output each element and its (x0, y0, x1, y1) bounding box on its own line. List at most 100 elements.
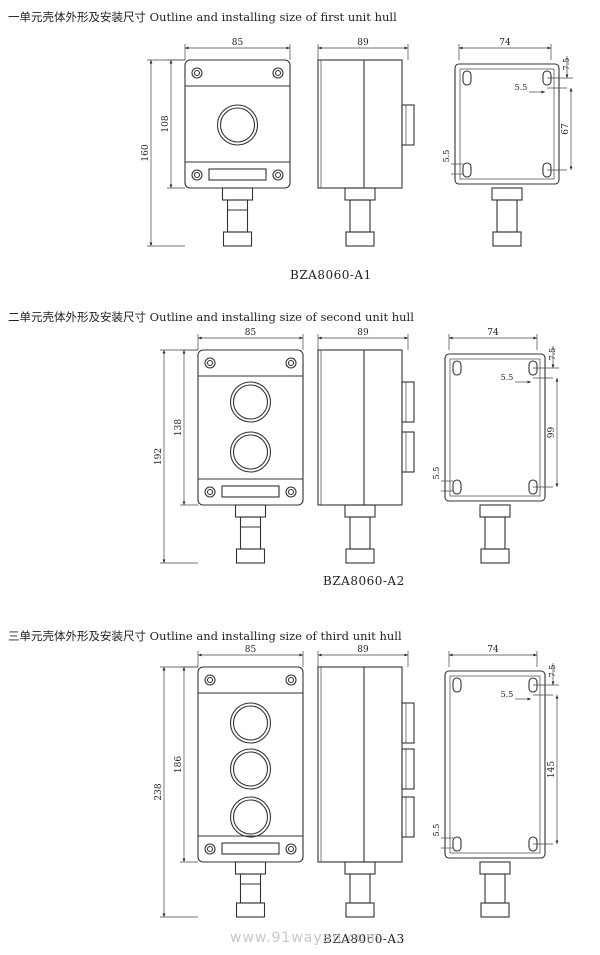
front-button-1-inner (219, 107, 256, 143)
front-button-3 (229, 796, 272, 838)
front-screw-br (272, 169, 284, 181)
front-screw-br (285, 843, 297, 855)
front-button-2-inner (232, 434, 269, 470)
side-button-2 (401, 431, 415, 473)
back-edge-offset-label: 7.5 (562, 58, 571, 71)
back-body (444, 353, 546, 502)
back-hole-offset-label: 5.5 (501, 373, 514, 382)
back-width-dim-label: 74 (487, 328, 499, 338)
side-gland-body (349, 873, 371, 904)
back-inner (449, 358, 541, 497)
front-screw-br (285, 486, 297, 498)
section-3-model-label: BZA8060-A3 (323, 932, 405, 946)
front-gland-body (226, 199, 249, 233)
front-body-height-dim-label: 108 (161, 115, 171, 132)
front-width-dim-label: 85 (232, 38, 244, 48)
side-gland-nut (344, 504, 376, 518)
side-button-1 (401, 104, 415, 146)
front-screw-bl (191, 169, 203, 181)
back-gland-body (484, 516, 506, 550)
back-gland-nut (479, 504, 511, 518)
front-button-2 (229, 431, 272, 473)
side-gland-cap (345, 902, 375, 918)
back-body (444, 670, 546, 859)
back-slot-width-label: 5.5 (432, 824, 441, 837)
back-width-dim-label: 74 (487, 645, 499, 655)
front-gland-cap (222, 231, 253, 247)
front-screw-tr-inner (287, 359, 295, 367)
side-depth-dim-label: 89 (357, 645, 369, 655)
back-gland-nut (491, 187, 523, 201)
front-total-height-dim-label: 192 (154, 448, 164, 465)
side-button-2 (401, 748, 415, 790)
back-inner (459, 68, 555, 180)
side-gland-nut (344, 187, 376, 201)
front-screw-bl-inner (193, 171, 201, 179)
back-gland-cap (492, 231, 522, 247)
front-body-height-dim-label: 186 (174, 756, 184, 773)
section-1-title: 一单元壳体外形及安装尺寸 Outline and installing size… (8, 10, 397, 24)
side-depth-dim-label: 89 (357, 328, 369, 338)
front-button-1-inner (232, 705, 269, 741)
side-gland-cap (345, 231, 375, 247)
back-body (454, 63, 560, 185)
side-button-1 (401, 381, 415, 423)
back-mount-slot-1 (452, 677, 462, 693)
front-button-1-inner (232, 384, 269, 420)
section-2-title: 二单元壳体外形及安装尺寸 Outline and installing size… (8, 310, 414, 324)
back-gland-cap (480, 548, 510, 564)
front-total-height-dim-label: 160 (141, 144, 151, 161)
section-3-drawing: 85 186 238 89 74 7.5 5.5 145 5.5 (154, 645, 559, 918)
front-nameplate (221, 485, 280, 498)
front-nameplate (221, 842, 280, 855)
front-button-2-inner (232, 751, 269, 787)
side-gland-cap (345, 548, 375, 564)
back-edge-offset-label: 7.5 (548, 348, 557, 361)
side-body (317, 59, 403, 189)
back-hole-offset-label: 5.5 (501, 690, 514, 699)
side-gland-nut (344, 861, 376, 875)
back-slot-width-label: 5.5 (442, 150, 451, 163)
front-body (197, 666, 304, 863)
front-screw-bl (204, 486, 216, 498)
front-screw-tl (204, 674, 216, 686)
front-screw-br-inner (274, 171, 282, 179)
back-mount-slot-1 (452, 360, 462, 376)
front-screw-tl-inner (206, 676, 214, 684)
front-screw-br-inner (287, 488, 295, 496)
side-depth-dim-label: 89 (357, 38, 369, 48)
front-button-2 (229, 748, 272, 790)
back-gland-body (496, 199, 518, 233)
side-body (317, 666, 403, 863)
front-screw-tr (285, 674, 297, 686)
front-button-3-inner (232, 799, 269, 835)
front-screw-tr-inner (274, 69, 282, 77)
back-hole-offset-label: 5.5 (515, 83, 528, 92)
back-inner (449, 675, 541, 854)
front-screw-tl-inner (206, 359, 214, 367)
back-hole-spacing-dim-label: 145 (547, 761, 557, 778)
back-edge-offset-label: 7.5 (548, 665, 557, 678)
front-screw-bl (204, 843, 216, 855)
front-gland-body (239, 873, 262, 904)
front-button-1 (229, 702, 272, 744)
back-slot-width-label: 5.5 (432, 467, 441, 480)
back-mount-slot-3 (452, 836, 462, 852)
side-button-1 (401, 702, 415, 744)
front-gland-cap (235, 902, 266, 918)
back-mount-slot-1 (462, 70, 472, 86)
front-gland-cap (235, 548, 266, 564)
front-screw-tr-inner (287, 676, 295, 684)
side-gland-body (349, 199, 371, 233)
front-nameplate (208, 168, 267, 181)
front-total-height-dim-label: 238 (154, 783, 164, 800)
front-screw-tr (272, 67, 284, 79)
section-3-title: 三单元壳体外形及安装尺寸 Outline and installing size… (8, 629, 402, 643)
front-screw-tl (204, 357, 216, 369)
front-width-dim-label: 85 (245, 645, 257, 655)
front-screw-tl (191, 67, 203, 79)
front-screw-tl-inner (193, 69, 201, 77)
